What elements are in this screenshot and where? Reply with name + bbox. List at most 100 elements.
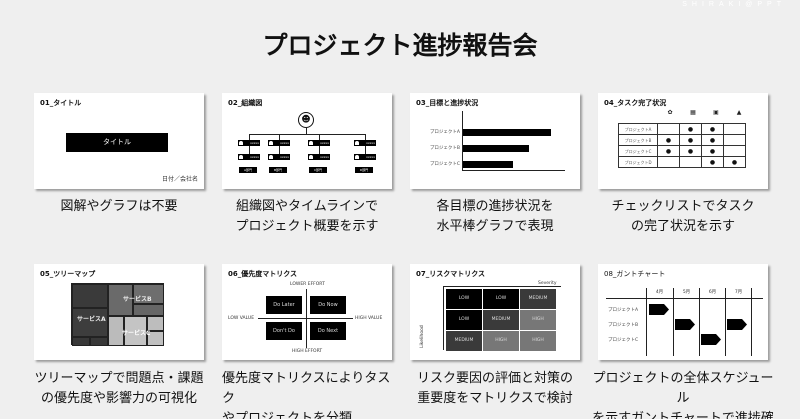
caption-6: 優先度マトリクスによりタスク やプロジェクトを分類	[212, 369, 402, 419]
table-row: プロジェクトA ●●	[618, 123, 746, 135]
project-label: プロジェクトC	[608, 338, 639, 343]
gantt-bar	[675, 319, 695, 330]
row-label: プロジェクトB	[618, 134, 658, 146]
org-node: xxxxx	[308, 154, 330, 160]
org-node: xxxxx	[238, 140, 260, 146]
treemap-cell	[133, 284, 164, 304]
date-company-label: 日付／会社名	[161, 176, 198, 183]
caption-1: 図解やグラフは不要	[24, 197, 214, 217]
card-bar-chart[interactable]: 03_目標と進捗状況 プロジェクトA プロジェクトB プロジェクトC	[410, 93, 580, 189]
org-node: xxxxx	[308, 140, 330, 146]
quadrant-do-later: Do Later	[266, 296, 302, 314]
org-node: xxxxx	[268, 154, 290, 160]
caption-line: 組織図やタイムラインで	[235, 199, 379, 214]
month-label: 7月	[734, 290, 743, 295]
caption-line: ツリーマップで問題点・課題	[34, 371, 204, 386]
table-row: プロジェクトD ●●	[618, 156, 746, 168]
month-label: 4月	[655, 290, 664, 295]
card-label: 04_タスク完了状況	[604, 99, 667, 107]
title-box: タイトル	[66, 133, 168, 152]
bar-label: プロジェクトC	[429, 162, 460, 167]
check-cell: ●	[723, 156, 746, 168]
bar-project-c	[463, 161, 513, 168]
caption-line: やプロジェクトを分類	[222, 411, 353, 419]
column-divider	[725, 288, 726, 356]
card-org-chart[interactable]: 02_組織図 ☻ xxxxx xxxxx xxxxx xxxxx xxxxx x…	[222, 93, 392, 189]
axis-label-top: LOWER EFFORT	[290, 282, 325, 287]
connector	[249, 146, 250, 154]
card-label: 06_優先度マトリクス	[228, 270, 298, 278]
treemap-cell	[108, 284, 133, 316]
treemap-cell	[147, 331, 164, 346]
row-label: プロジェクトC	[618, 145, 658, 157]
caption-line: 各目標の進捗状況を	[436, 199, 554, 214]
card-priority-matrix[interactable]: 06_優先度マトリクス LOWER EFFORT HIGH EFFORT LOW…	[222, 264, 392, 360]
caption-line: の完了状況を示す	[630, 219, 735, 234]
connector	[306, 128, 307, 134]
connector	[319, 134, 320, 140]
column-divider	[646, 288, 647, 356]
y-axis	[462, 111, 463, 171]
treemap-cell	[108, 316, 124, 346]
folder-icon: ▲	[736, 109, 742, 116]
gantt-bar	[701, 334, 721, 345]
axis-horizontal	[258, 318, 353, 319]
column-divider	[751, 288, 752, 356]
check-cell: ●	[657, 145, 680, 157]
month-label: 5月	[682, 290, 691, 295]
check-cell	[657, 156, 680, 168]
treemap-cell	[124, 316, 147, 346]
department-box: A部門	[239, 167, 257, 173]
check-cell: ●	[679, 134, 702, 146]
treemap-cell	[72, 284, 108, 308]
card-checklist[interactable]: 04_タスク完了状況 ✿ ▦ ▣ ▲ プロジェクトA ●● プロジェクトB ●●…	[598, 93, 768, 189]
axis-label-bottom: HIGH EFFORT	[292, 349, 323, 354]
card-gantt-chart[interactable]: 08_ガントチャート 4月 5月 6月 7月 プロジェクトA プロジェクトB プ…	[598, 264, 768, 360]
risk-cell: HIGH	[483, 331, 519, 351]
card-label: 03_目標と進捗状況	[416, 99, 479, 107]
risk-cell: LOW	[446, 310, 482, 330]
caption-line: 図解やグラフは不要	[60, 199, 178, 214]
gantt-bar	[649, 304, 669, 315]
department-box: D部門	[355, 167, 373, 173]
check-cell	[723, 123, 746, 135]
caption-2: 組織図やタイムラインで プロジェクト概要を示す	[212, 197, 402, 237]
person-icon: ☻	[298, 112, 314, 128]
card-label: 05_ツリーマップ	[40, 270, 96, 278]
card-label: 01_タイトル	[40, 99, 82, 107]
department-box: B部門	[269, 167, 287, 173]
caption-3: 各目標の進捗状況を 水平棒グラフで表現	[400, 197, 590, 237]
connector	[319, 146, 320, 154]
check-cell: ●	[701, 123, 724, 135]
check-cell	[723, 145, 746, 157]
axis-vertical	[306, 289, 307, 348]
card-treemap[interactable]: 05_ツリーマップ サービスA サービスB サービスC	[34, 264, 204, 360]
check-cell: ●	[679, 145, 702, 157]
risk-cell: LOW	[446, 289, 482, 309]
project-label: プロジェクトB	[608, 323, 639, 328]
risk-cell: MEDIUM	[483, 310, 519, 330]
check-cell: ●	[679, 123, 702, 135]
caption-line: プロジェクトの全体スケジュール	[592, 371, 774, 406]
table-row: プロジェクトC ●●●	[618, 145, 746, 157]
column-divider	[673, 288, 674, 356]
axis-label-left: LOW VALUE	[228, 316, 255, 321]
treemap: サービスA サービスB サービスC	[71, 283, 164, 346]
connector	[249, 134, 250, 140]
card-risk-matrix[interactable]: 07_リスクマトリクス Severity Likelihood LOW LOW …	[410, 264, 580, 360]
checklist-table: プロジェクトA ●● プロジェクトB ●●● プロジェクトC ●●● プロジェク…	[618, 123, 746, 168]
treemap-cell	[90, 337, 108, 346]
caption-line: プロジェクト概要を示す	[235, 219, 379, 234]
y-axis-label: Likelihood	[420, 325, 425, 348]
treemap-cell	[147, 316, 164, 331]
card-title-slide[interactable]: 01_タイトル タイトル 日付／会社名	[34, 93, 204, 189]
connector	[365, 134, 366, 140]
connector	[249, 134, 366, 135]
gear-people-icon: ✿	[667, 109, 673, 116]
check-cell	[723, 134, 746, 146]
treemap-label: サービスA	[77, 316, 106, 323]
caption-7: リスク要因の評価と対策の 重要度をマトリクスで検討	[400, 369, 590, 409]
table-row: プロジェクトB ●●●	[618, 134, 746, 146]
check-cell	[657, 123, 680, 135]
x-axis-label: Severity	[538, 281, 557, 286]
